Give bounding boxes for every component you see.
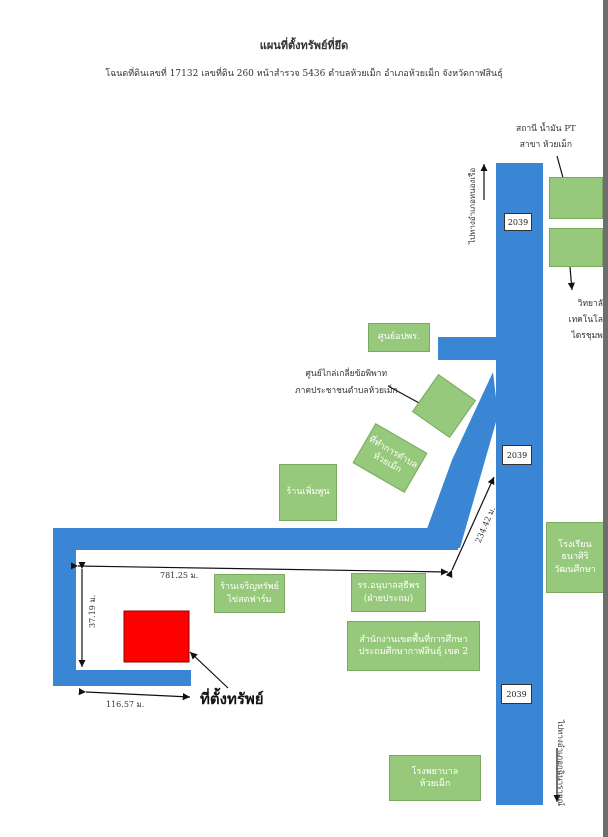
shop-phermphun-building: ร้านเพิ่มพูน — [279, 464, 337, 521]
property-arrow — [189, 651, 229, 689]
page-edge — [603, 0, 608, 837]
shop-charoensap-building: ร้านเจริญทรัพย์ ไข่สดฟาร์ม — [214, 574, 285, 613]
post-center-building: ศูนย์อปพร. — [368, 323, 430, 352]
thanasiri-school-building: โรงเรียน ธนาศิริ วัฒนศึกษา — [546, 522, 604, 593]
map-title: แผนที่ตั้งทรัพย์ที่ยึด — [259, 39, 349, 52]
college-building — [549, 228, 603, 267]
kindergarten-building: รร.อนุบาลสุธีพร (ฝ่ายประถม) — [351, 573, 426, 612]
highway-2039 — [496, 163, 543, 805]
road-number-tag: 2039 — [502, 445, 532, 465]
side-road-north — [438, 337, 498, 360]
property-label: ที่ตั้งทรัพย์ — [200, 690, 264, 708]
gas-station-label: สถานี น้ำมัน PT สาขา ห้วยเม็ก — [516, 124, 576, 151]
dist-bottom-line — [78, 688, 191, 701]
college-label: วิทยาลัยเทคโนโลยี ไดรชุมพล — [568, 299, 608, 342]
map-subtitle: โฉนดที่ดินเลขที่ 17132 เลขที่ดิน 260 หน้… — [105, 69, 503, 79]
road-number-tag: 2039 — [501, 684, 532, 704]
direction-south-label: ไปทางอำเภอกุฉินารายณ์ — [556, 720, 565, 807]
distance-bottom-label: 116.57 ม. — [106, 700, 145, 709]
direction-north-label: ไปทางอำเภอหนองเรือ — [468, 167, 477, 244]
dist-diag-line — [445, 476, 495, 579]
diagonal-road — [420, 372, 498, 548]
left-vertical-road — [53, 528, 76, 685]
gas-station-building — [549, 177, 603, 219]
distance-long-label: 781.25 ม. — [160, 571, 199, 580]
distance-vertical-label: 37.19 ม. — [88, 594, 97, 628]
dist-long-line — [70, 562, 449, 576]
hospital-building: โรงพยาบาล ห้วยเม็ก — [389, 755, 481, 801]
main-horizontal-road — [53, 528, 458, 550]
road-number-tag: 2039 — [504, 213, 532, 231]
bottom-horizontal-road — [53, 670, 191, 686]
community-center-label: ศูนย์ไกล่เกลี่ยข้อพิพาท ภาคประชาชนตำบลห้… — [295, 369, 398, 396]
education-office-building: สำนักงานเขตพื้นที่การศึกษา ประถมศึกษากาฬ… — [347, 621, 480, 671]
property-marker — [123, 610, 190, 663]
